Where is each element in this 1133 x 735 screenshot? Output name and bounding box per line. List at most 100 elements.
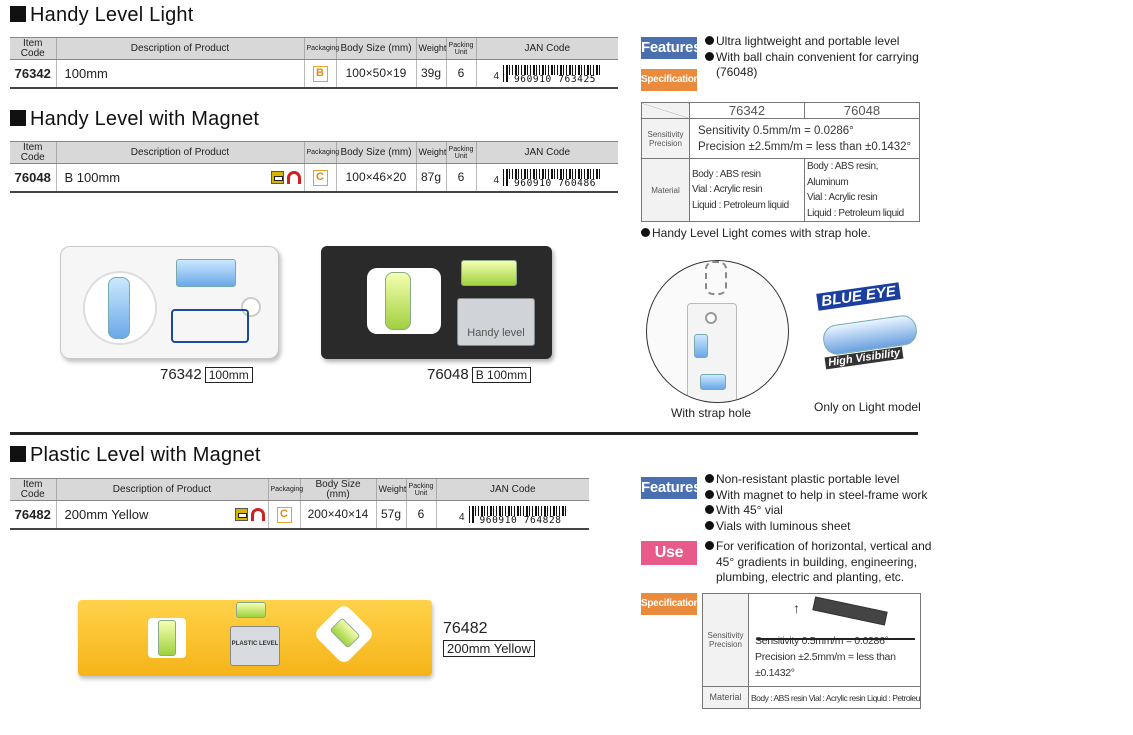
square-bullet-icon — [10, 6, 26, 22]
barcode: 4 960910 764828 — [458, 505, 567, 526]
barcode-digits: 960910 764828 — [474, 515, 567, 526]
list-item: Ultra lightweight and portable level — [705, 34, 919, 50]
description-cell: 200mm Yellow — [55, 500, 268, 530]
caption-76482-code: 76482 — [443, 620, 488, 637]
tilted-level-icon — [812, 596, 888, 626]
product-table-76342: Item Code Description of Product Packagi… — [10, 37, 618, 89]
header-weight: Weight — [375, 478, 406, 501]
barcode-prefix: 4 — [458, 511, 465, 523]
features-badge: Features — [641, 37, 701, 59]
section-title-plastic-level-magnet: Plastic Level with Magnet — [10, 444, 261, 467]
packaging-badge: C — [312, 169, 328, 186]
spec-material-label: Material — [702, 686, 749, 709]
header-weight: Weight — [415, 141, 446, 164]
list-item: 45° gradients in building, engineering, — [716, 554, 917, 569]
caption-76482-size: 200mm Yellow — [443, 640, 535, 657]
header-packaging: Packaging — [303, 141, 339, 164]
barcode-digits: 960910 763425 — [509, 74, 602, 85]
feature-icons — [270, 170, 301, 184]
square-bullet-icon — [10, 110, 26, 126]
section-title-handy-level-light: Handy Level Light — [10, 4, 194, 27]
packaging-badge: B — [312, 65, 328, 82]
spec-material-76048: Body : ABS resin, Aluminum Vial : Acryli… — [804, 158, 920, 222]
product-image-76482: PLASTIC LEVEL — [78, 600, 432, 676]
body-size-cell: 100×50×19 — [335, 59, 416, 89]
list-item: Non-resistant plastic portable level — [705, 472, 927, 488]
bullet-icon — [705, 520, 714, 530]
barcode-bars: 960910 764828 — [468, 505, 567, 526]
jan-code-cell: 4 960910 760486 — [475, 163, 618, 193]
bullet-icon — [705, 474, 714, 483]
barcode-digits: 960910 760486 — [509, 178, 602, 189]
header-item-code: Item Code — [10, 141, 56, 164]
product-table-76048: Item Code Description of Product Packagi… — [10, 141, 618, 193]
product-image-76048: Handy level — [321, 246, 552, 359]
spec-sensitivity-value: ↑ Sensitivity 0.5mm/m = 0.0286° Precisio… — [748, 593, 921, 687]
specifications-badge: Specifications — [641, 69, 705, 91]
bullet-icon — [641, 228, 650, 237]
bullet-icon — [705, 489, 714, 499]
packing-unit-cell: 6 — [445, 59, 476, 89]
item-code-cell: 76048 — [10, 163, 56, 193]
arrow-up-icon: ↑ — [793, 600, 800, 616]
caption-with-strap-hole: With strap hole — [671, 406, 752, 420]
jan-code-cell: 4 960910 764828 — [435, 500, 589, 530]
list-item: (76048) — [716, 65, 758, 79]
vial-icon — [821, 313, 919, 357]
body-size-cell: 100×46×20 — [335, 163, 416, 193]
barcode-prefix: 4 — [493, 70, 500, 82]
header-packaging: Packaging — [267, 478, 303, 501]
table-header-row: Item Code Description of Product Packagi… — [10, 478, 589, 501]
bullet-icon — [705, 505, 714, 514]
bullet-icon — [705, 36, 714, 45]
bullet-icon — [705, 541, 714, 550]
list-item: plumbing, electric and planting, etc. — [716, 570, 905, 584]
magnet-icon — [250, 507, 265, 521]
spirit-vial-icon — [234, 507, 248, 521]
header-description: Description of Product — [55, 141, 304, 164]
header-jan-code: JAN Code — [475, 37, 618, 60]
list-item: With magnet to help in steel-frame work — [705, 488, 927, 504]
list-item: With ball chain convenient for carrying — [705, 50, 919, 66]
spec-sensitivity-value: Sensitivity 0.5mm/m = 0.0286° Precision … — [689, 118, 920, 159]
header-weight: Weight — [415, 37, 446, 60]
barcode: 4 960910 763425 — [493, 64, 602, 85]
spirit-vial-icon — [270, 170, 284, 184]
spec-table-top: 76342 76048 Sensitivity Precision Sensit… — [641, 102, 920, 222]
header-description: Description of Product — [55, 37, 304, 60]
packaging-cell: C — [267, 500, 300, 530]
header-description: Description of Product — [55, 478, 268, 501]
features-badge-bottom: Features — [641, 477, 701, 499]
features-list-top: Ultra lightweight and portable level Wit… — [705, 34, 919, 81]
chain-icon — [705, 261, 727, 295]
use-badge: Use — [641, 541, 697, 565]
header-body-size: Body Size (mm) — [335, 141, 416, 164]
barcode-bars: 960910 763425 — [503, 64, 602, 85]
feature-icons — [234, 507, 265, 521]
square-bullet-icon — [10, 446, 26, 462]
table-header-row: Item Code Description of Product Packagi… — [10, 141, 618, 164]
packing-unit-cell: 6 — [405, 500, 436, 530]
strap-note: Handy Level Light comes with strap hole. — [641, 226, 871, 242]
level-line — [757, 638, 915, 640]
spec-sensitivity-label: Sensitivity Precision — [702, 593, 749, 687]
blue-eye-logo: BLUE EYE — [816, 282, 901, 311]
spec-col-76048: 76048 — [804, 102, 920, 119]
spec-sensitivity-label: Sensitivity Precision — [641, 118, 690, 159]
list-item: Vials with luminous sheet — [705, 519, 927, 535]
specifications-badge-bottom: Specifications — [641, 593, 705, 615]
features-list-bottom: Non-resistant plastic portable level Wit… — [705, 472, 927, 534]
spec-material-value: Body : ABS resin Vial : Acrylic resin Li… — [748, 686, 921, 709]
description-cell: B 100mm — [55, 163, 304, 193]
packaging-cell: C — [303, 163, 336, 193]
strap-hole-image — [646, 260, 789, 403]
use-list: For verification of horizontal, vertical… — [705, 539, 931, 586]
bullet-icon — [705, 51, 714, 61]
barcode-prefix: 4 — [493, 174, 500, 186]
packaging-cell: B — [303, 59, 336, 89]
list-item: For verification of horizontal, vertical… — [705, 539, 931, 555]
spec-table-bottom: Sensitivity Precision ↑ Sensitivity 0.5m… — [702, 593, 921, 709]
